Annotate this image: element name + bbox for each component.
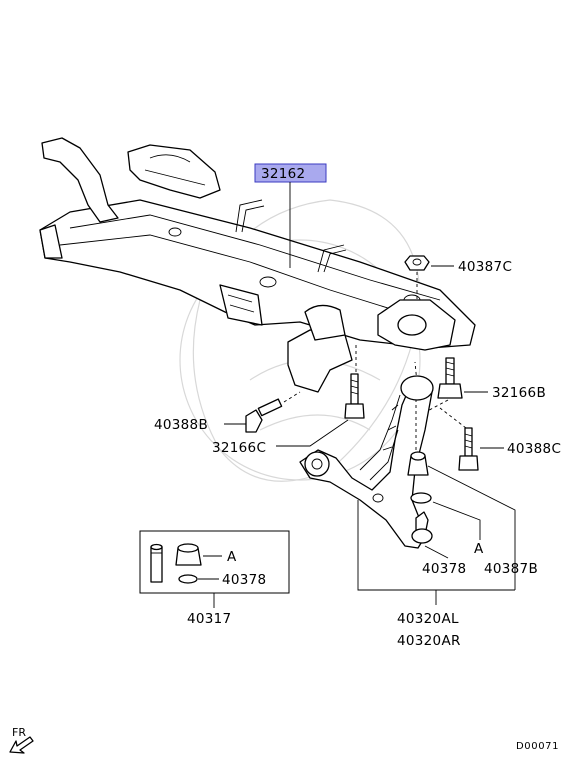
bolt-32166c-label: 32166C — [212, 440, 266, 456]
lower-control-arm-part[interactable] — [299, 375, 434, 549]
ball-joint-part[interactable] — [411, 511, 433, 544]
ball-joint-a-label: A — [474, 541, 484, 557]
crossmember-label: 32162 — [261, 166, 305, 182]
front-arrow-icon — [9, 736, 34, 754]
arm-bushing-part[interactable] — [407, 451, 432, 504]
crossmember-label-box[interactable]: 32162 — [254, 163, 327, 183]
nut-40387c-part[interactable] — [404, 255, 430, 271]
bolt-40388c-label: 40388C — [507, 441, 561, 457]
kit-box: A 40378 — [139, 530, 290, 594]
nut-40387c-label: 40387C — [458, 259, 512, 275]
kit-group-label: 40317 — [187, 611, 231, 627]
arm-left-label: 40320AL — [397, 611, 459, 627]
sleeve-part[interactable] — [150, 543, 163, 583]
ring-arm-label: 40378 — [422, 561, 466, 577]
kit-ring-part[interactable] — [178, 574, 198, 584]
front-marker-label: FR — [12, 726, 26, 739]
arm-right-label: 40320AR — [397, 633, 461, 649]
bolt-32166c-part[interactable] — [344, 373, 365, 419]
bolt-32166b-label: 32166B — [492, 385, 546, 401]
bolt-32166b-part[interactable] — [437, 357, 463, 399]
kit-bushing-part[interactable] — [175, 543, 202, 566]
nut-40387b-label: 40387B — [484, 561, 538, 577]
bolt-40388b-part[interactable] — [245, 398, 283, 433]
bolt-40388b-label: 40388B — [154, 417, 208, 433]
diagram-code: D00071 — [516, 741, 559, 752]
bolt-40388c-part[interactable] — [458, 427, 479, 471]
crossmember-part[interactable] — [39, 137, 476, 393]
kit-ring-label: 40378 — [222, 572, 266, 588]
kit-bushing-a-label: A — [227, 549, 237, 565]
